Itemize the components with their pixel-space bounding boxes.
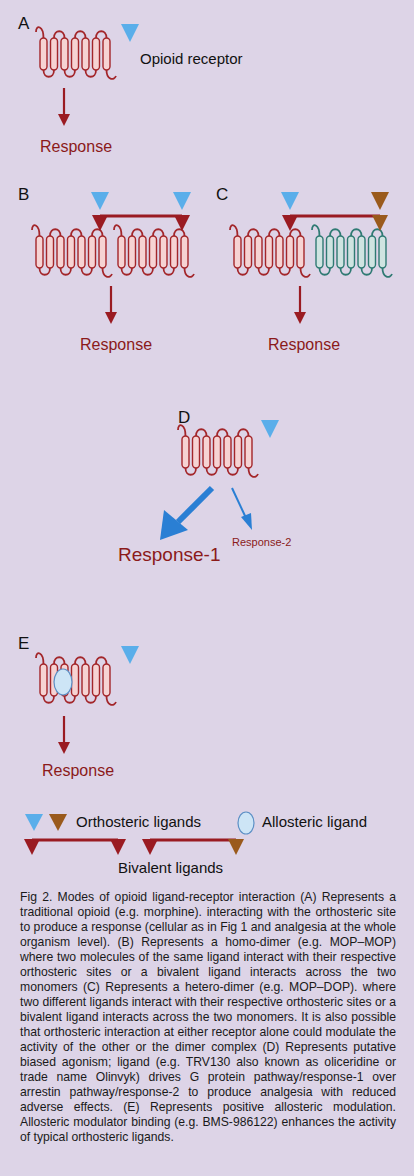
arrow-head <box>241 513 252 530</box>
bivalent-linker <box>100 215 182 218</box>
bivalent-linker <box>290 215 380 218</box>
legend-text: Orthosteric ligands <box>76 813 201 830</box>
figure-caption: Fig 2. Modes of opioid ligand-receptor i… <box>20 890 396 1145</box>
response-label: Response <box>268 336 340 354</box>
arrow-head <box>294 312 306 324</box>
receptor-symbol <box>178 425 258 477</box>
biased-arrow <box>232 488 246 518</box>
response-label: Response <box>42 762 114 780</box>
legend-sample <box>25 814 43 831</box>
response-label: Response <box>40 138 112 156</box>
receptor-symbol <box>32 225 112 277</box>
bivalent-ligand <box>372 215 388 231</box>
response-label: Response <box>80 336 152 354</box>
receptor-symbol <box>312 225 392 277</box>
response-arrow <box>299 286 301 314</box>
response-label: Response-2 <box>232 536 291 549</box>
response-arrow <box>63 88 65 116</box>
response-label: Response-1 <box>118 544 220 566</box>
legend-sample <box>150 839 236 842</box>
panel-letter: B <box>18 185 29 205</box>
arrow-head <box>105 312 117 324</box>
orthosteric-ligand <box>281 192 299 210</box>
arrow-head <box>58 114 70 126</box>
receptor-symbol <box>230 225 310 277</box>
legend-sample <box>228 839 244 855</box>
receptor-symbol <box>36 27 116 79</box>
orthosteric-ligand <box>121 646 139 664</box>
legend-sample <box>32 839 118 842</box>
legend-sample <box>49 814 67 831</box>
panel-letter: C <box>216 185 228 205</box>
panel-letter: D <box>178 408 190 428</box>
orthosteric-ligand <box>91 192 109 210</box>
legend-text: Allosteric ligand <box>262 813 367 830</box>
arrow-head <box>58 742 70 754</box>
receptor-label: Opioid receptor <box>140 50 243 67</box>
response-arrow <box>110 286 112 314</box>
orthosteric-ligand <box>121 24 139 42</box>
allosteric-ligand <box>54 669 72 695</box>
receptor-symbol <box>114 225 194 277</box>
bivalent-ligand <box>174 215 190 231</box>
legend-text: Bivalent ligands <box>118 859 223 876</box>
legend-sample <box>110 839 126 855</box>
legend-sample <box>238 812 254 834</box>
orthosteric-ligand <box>371 192 389 210</box>
panel-letter: A <box>18 14 29 34</box>
bivalent-ligand <box>282 215 298 231</box>
orthosteric-ligand <box>261 420 279 438</box>
receptor-symbol <box>36 653 116 705</box>
legend-sample <box>24 839 40 855</box>
arrow-head <box>160 510 188 540</box>
panel-letter: E <box>18 634 29 654</box>
biased-arrow <box>178 488 212 522</box>
response-arrow <box>63 716 65 744</box>
legend-sample <box>142 839 158 855</box>
bivalent-ligand <box>92 215 108 231</box>
orthosteric-ligand <box>173 192 191 210</box>
